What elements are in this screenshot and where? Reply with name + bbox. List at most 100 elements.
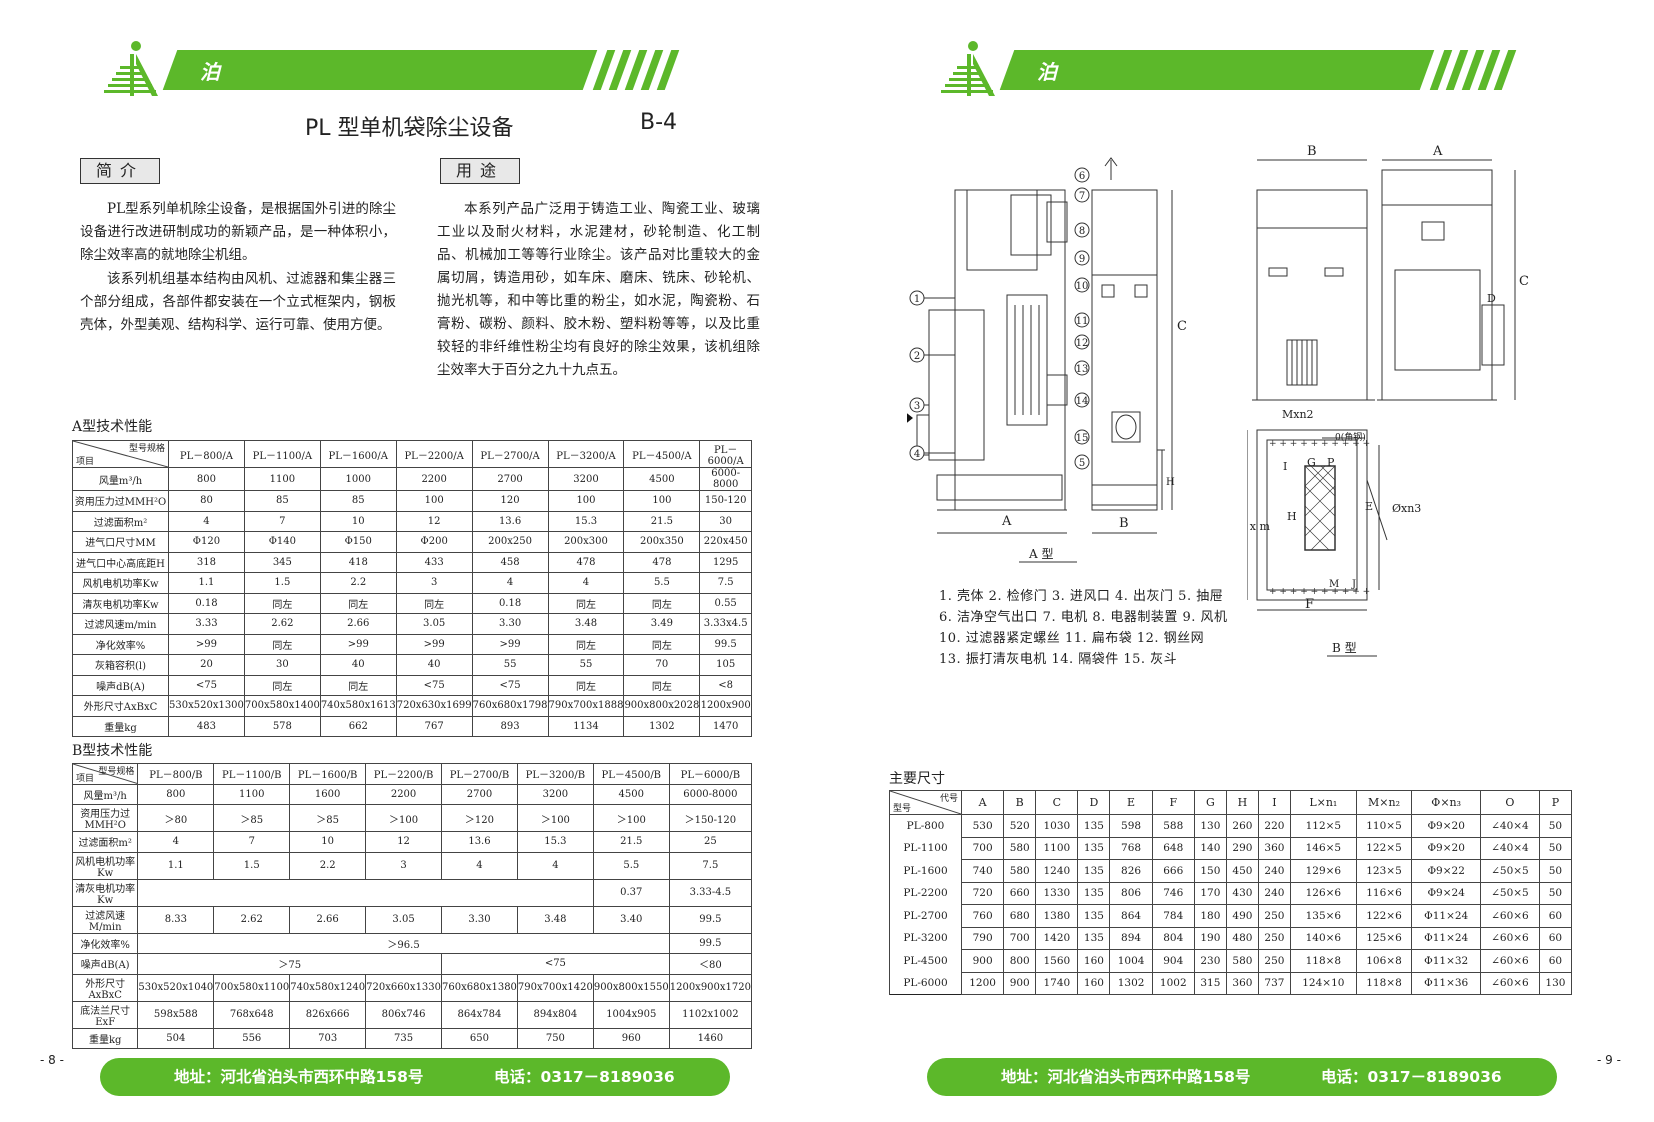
column-header: I (1257, 790, 1291, 815)
table-cell: 5.5 (623, 572, 701, 594)
table-cell: 80 (168, 490, 245, 512)
table-cell: 900x800x2028 (623, 695, 701, 717)
row-label: 清灰电机功率Kw (72, 592, 169, 614)
table-cell: 4 (137, 831, 215, 853)
table-cell: 556 (213, 1027, 291, 1049)
table-cell: ＞80 (137, 804, 215, 832)
table-cell: 13.6 (471, 510, 549, 532)
intro-paragraph-2: 该系列机组基本结构由风机、过滤器和集尘器三个部分组成，各部件都安装在一个立式框架… (80, 271, 396, 333)
table-cell: 598x588 (137, 1000, 215, 1029)
table-cell: ＞96.5 (137, 932, 670, 954)
table-cell: 2700 (441, 783, 518, 805)
dims-table-title: 主要尺寸 (889, 771, 945, 787)
table-cell: 3.05 (365, 905, 443, 934)
table-cell: 4500 (592, 783, 670, 805)
table-cell: 4 (516, 851, 594, 880)
table-cell: 960 (592, 1027, 670, 1049)
table-cell: 10 (289, 831, 367, 853)
row-label: 风量m³/h (71, 783, 139, 805)
row-label: 风机电机功率Kw (71, 851, 139, 880)
table-cell: 737 (1257, 971, 1291, 995)
table-cell: 同左 (319, 592, 397, 614)
table-cell: ∠60×6 (1480, 926, 1540, 950)
table-cell: Φ9×20 (1411, 814, 1482, 838)
callout-label: 13 (1076, 364, 1089, 375)
table-cell: 3.33x4.5 (699, 613, 752, 635)
table-cell: 3200 (516, 783, 594, 805)
corner-bottom-label: 项目 (76, 773, 95, 784)
table-cell: 1004 (1109, 949, 1153, 973)
table-cell: 220x450 (699, 531, 752, 553)
table-cell: 99.5 (668, 905, 753, 934)
table-cell: 135 (1077, 814, 1111, 838)
column-header: M×n₂ (1355, 790, 1413, 815)
dim-label-angle: 0(角钢) (1335, 431, 1366, 443)
row-label: 噪声dB(A) (71, 953, 139, 975)
table-cell: 40 (319, 654, 397, 676)
table-cell: 146×5 (1289, 836, 1357, 860)
table-cell: 3.33 (168, 613, 245, 635)
corner-bottom-label: 项目 (76, 457, 95, 467)
table-cell: >99 (395, 633, 473, 655)
table-cell: 30 (243, 654, 321, 676)
callout-label: 3 (914, 401, 920, 412)
table-cell: 804 (1151, 926, 1195, 950)
footer-phone: 电话：0317－8189036 (1321, 1068, 1502, 1086)
table-cell: ＞120 (441, 804, 518, 832)
table-cell: 140×6 (1289, 926, 1357, 950)
table-cell: 60 (1538, 904, 1573, 928)
header-banner (999, 50, 1435, 90)
table-cell: Φ140 (243, 531, 321, 553)
table-cell: 170 (1193, 881, 1227, 905)
table-cell: 760 (960, 904, 1005, 928)
table-cell: 318 (168, 551, 245, 573)
table-cell: <75 (395, 674, 473, 696)
table-cell: Φ150 (319, 531, 397, 553)
table-cell: 12 (395, 510, 473, 532)
table-cell: >99 (471, 633, 549, 655)
table-cell: 760x680x1380 (441, 973, 518, 1002)
table-cell: 3.33-4.5 (668, 878, 753, 907)
row-label: 净化效率% (71, 932, 139, 954)
table-cell: 530 (960, 814, 1005, 838)
table-cell: 同左 (395, 592, 473, 614)
table-cell: 118×8 (1355, 971, 1413, 995)
table-cell: 1002 (1151, 971, 1195, 995)
table-cell: 478 (623, 551, 701, 573)
column-header: H (1225, 790, 1259, 815)
column-header: B (1003, 790, 1037, 815)
table-cell: <8 (699, 674, 752, 696)
dim-label-c: C (1519, 274, 1529, 289)
table-cell: 784 (1151, 904, 1195, 928)
table-cell: Φ11×36 (1411, 971, 1482, 995)
table-cell: 1200x900x1720 (668, 973, 753, 1002)
table-cell: 1302 (1109, 971, 1153, 995)
table-cell: 478 (547, 551, 625, 573)
table-cell: 8.33 (137, 905, 215, 934)
table-cell: 290 (1225, 836, 1259, 860)
table-cell: 1740 (1035, 971, 1079, 995)
table-cell: 240 (1257, 859, 1291, 883)
table-cell: ∠40×4 (1480, 836, 1540, 860)
column-header: E (1109, 790, 1153, 815)
row-label: 噪声dB(A) (72, 674, 169, 696)
row-label: 净化效率% (72, 633, 169, 655)
table-cell: 200x300 (547, 531, 625, 553)
table-cell: 893 (471, 715, 549, 737)
table-cell: 1420 (1035, 926, 1079, 950)
table-cell: 666 (1151, 859, 1195, 883)
table-cell-empty (137, 878, 594, 907)
table-cell: 30 (699, 510, 752, 532)
table-cell: Φ9×22 (1411, 859, 1482, 883)
table-cell: Φ11×32 (1411, 949, 1482, 973)
callout-label: 14 (1076, 396, 1089, 407)
table-cell: ∠60×6 (1480, 971, 1540, 995)
table-cell: 135 (1077, 904, 1111, 928)
company-name: 泊头市金龙除尘设备制造有限公司 (1037, 60, 1058, 490)
dim-label-b: B (1307, 144, 1317, 159)
